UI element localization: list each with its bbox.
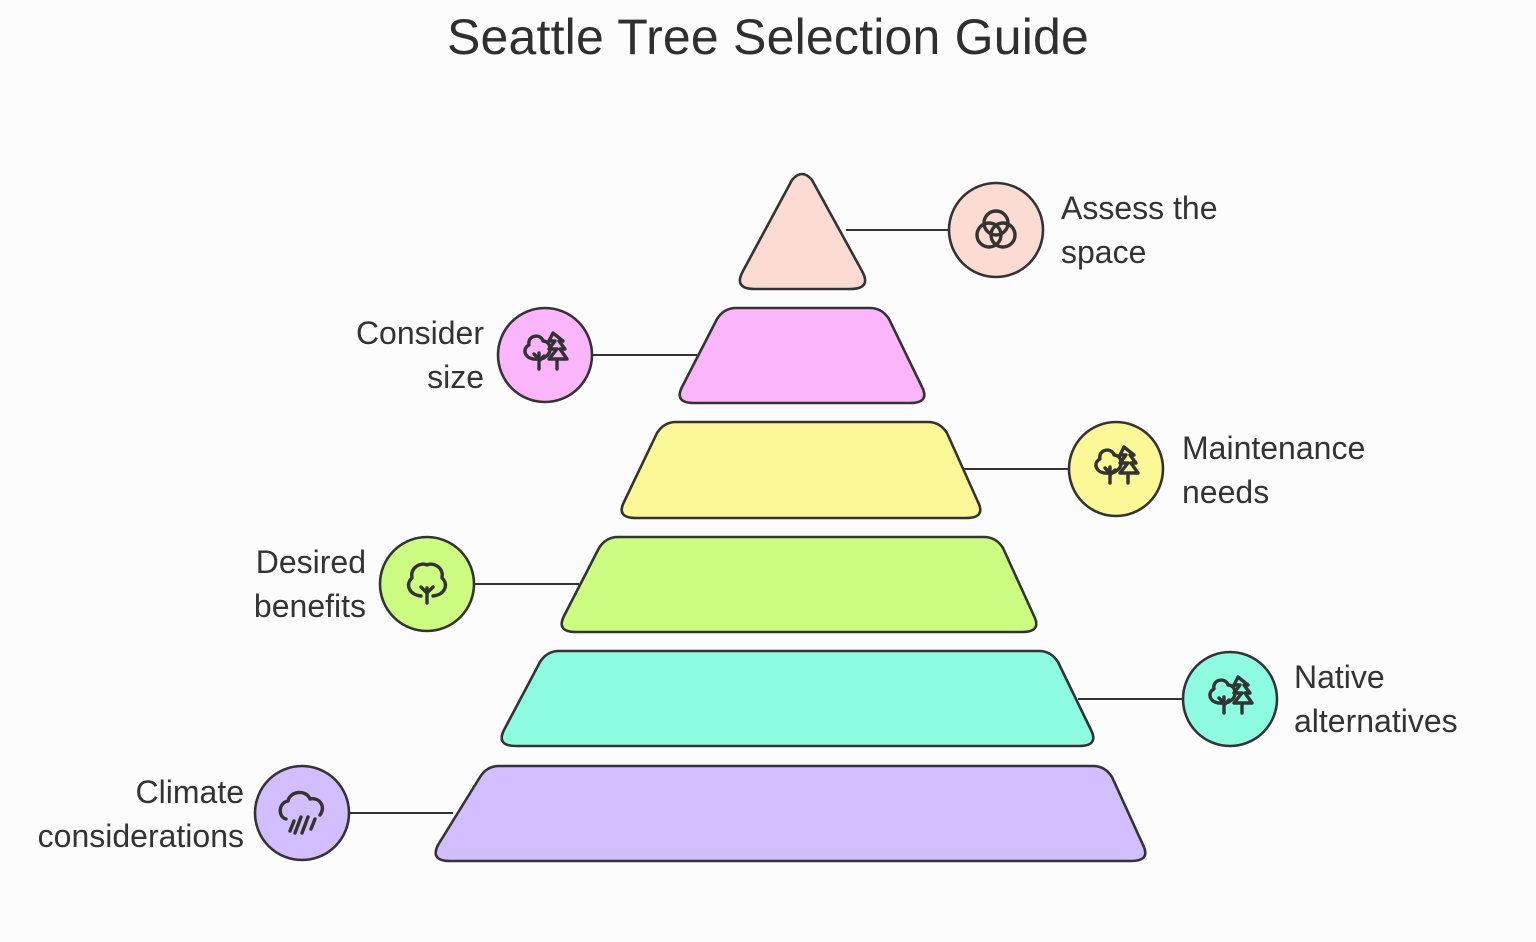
tier-desired-benefits xyxy=(560,535,1038,634)
trees-icon xyxy=(1094,445,1140,485)
connector-lines xyxy=(350,229,1182,814)
tier-assess-the-space xyxy=(738,172,867,291)
trees-icon xyxy=(1208,675,1254,715)
tree-icon xyxy=(406,562,448,605)
tier-icons xyxy=(253,181,1279,862)
interlocking-circles-icon xyxy=(975,209,1017,249)
tier-native-alternatives xyxy=(500,649,1095,748)
trees-icon xyxy=(523,331,569,371)
tier-climate-considerations xyxy=(434,764,1147,863)
icon-circle-desired-benefits xyxy=(378,535,476,633)
page-title: Seattle Tree Selection Guide xyxy=(446,9,1090,65)
icon-circle-climate-considerations xyxy=(253,764,351,862)
cloud-rain-icon xyxy=(278,790,325,835)
tier-maintenance-needs xyxy=(620,420,982,520)
tier-consider-size xyxy=(678,306,926,405)
pyramid-tiers xyxy=(434,172,1147,863)
icon-circle-assess-the-space xyxy=(947,181,1045,279)
